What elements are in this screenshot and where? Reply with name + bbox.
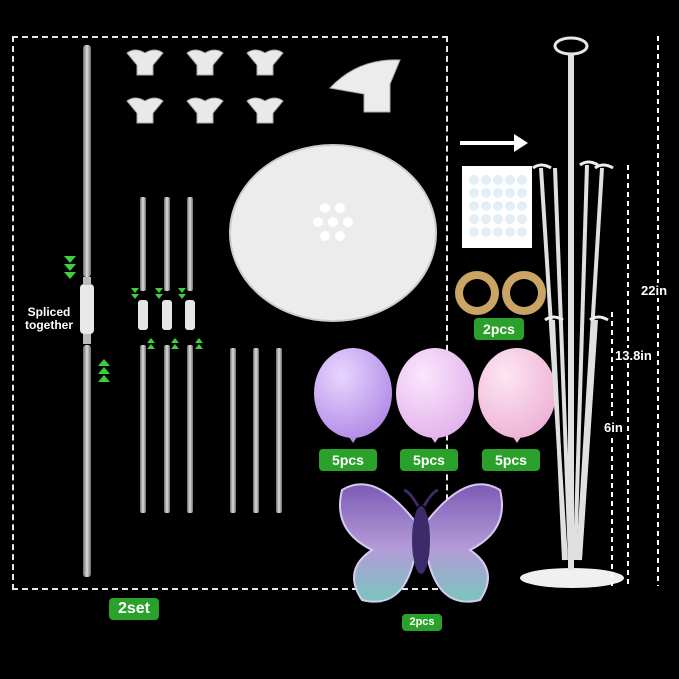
long-rod: [80, 45, 94, 577]
splice-arrows: [64, 256, 110, 382]
butterfly-qty-badge: 2pcs: [402, 614, 442, 631]
tape-qty-badge: 2pcs: [474, 318, 524, 340]
height-low-label: 6in: [603, 420, 624, 435]
balloon-icon: [314, 348, 556, 443]
short-rods-connected: [138, 197, 195, 513]
balloon-stand-icon: [520, 36, 624, 588]
height-mid-label: 13.8in: [614, 348, 653, 363]
balloon-qty-badge-3: 5pcs: [482, 449, 540, 471]
tape-roll-icon: [455, 271, 546, 315]
height-total-label: 22in: [640, 283, 669, 298]
kit-contents-box: [12, 36, 448, 590]
set-qty-badge: 2set: [109, 598, 159, 620]
balloon-holder-icon: [329, 59, 401, 113]
base-plate-icon: [229, 144, 437, 322]
loose-rods: [230, 348, 282, 513]
arrow-right-icon: [460, 134, 528, 152]
glue-dots-icon: [462, 166, 532, 248]
balloon-qty-badge-2: 5pcs: [400, 449, 458, 471]
balloon-qty-badge-1: 5pcs: [319, 449, 377, 471]
measure-lines: [611, 36, 659, 586]
spliced-together-label: Spliced together: [25, 305, 73, 332]
short-rod-arrows: [131, 288, 203, 349]
butterfly-balloon-icon: [339, 483, 503, 603]
balloon-cups: [126, 49, 284, 124]
